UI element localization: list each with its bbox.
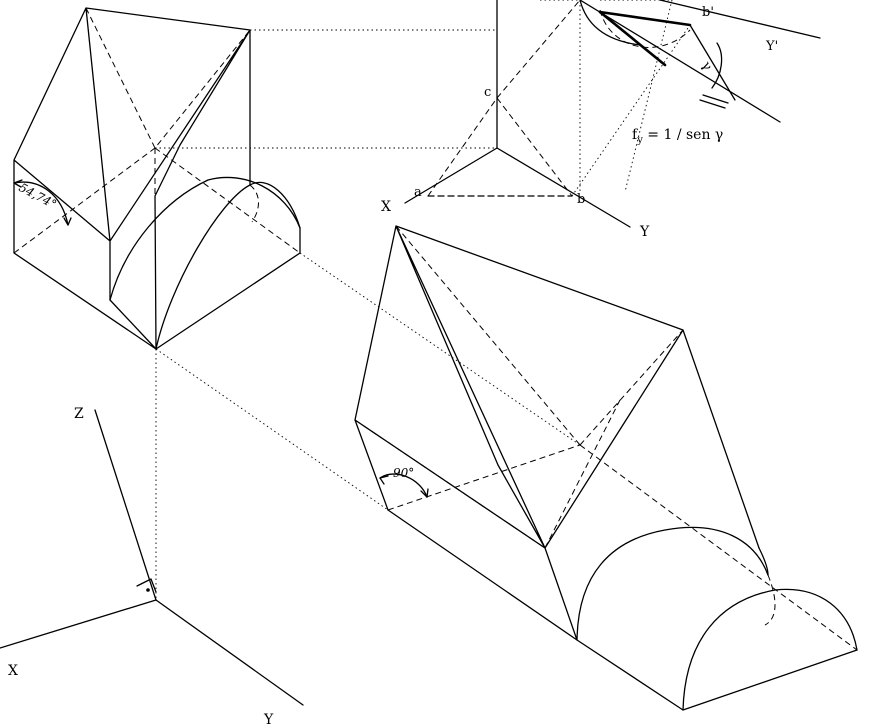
- small-cylinder-arc-front: [109, 179, 209, 301]
- large-solid: [354, 225, 858, 711]
- rotated-system: [579, 0, 821, 123]
- large-cylinder-hidden: [764, 574, 776, 626]
- formula-subscript: y: [636, 135, 643, 146]
- label-axis-x-small: X: [381, 199, 391, 215]
- proj-b-bprime: [571, 24, 691, 197]
- small-axis-y: [496, 147, 631, 228]
- rot-bold-2: [598, 10, 667, 67]
- angle-arc-54: [13, 181, 69, 226]
- angle-arrow-54b: [63, 217, 72, 226]
- angle-arrow-54a: [13, 179, 23, 188]
- main-axis-x: [0, 599, 157, 649]
- proj-line-right2: [600, 0, 673, 193]
- main-axis-z: [94, 409, 157, 601]
- label-point-b-prime: b': [702, 5, 714, 20]
- angle-arrow-90b: [420, 488, 429, 498]
- rot-line-2: [659, 0, 821, 39]
- formula-rest: = 1 / sen γ: [643, 127, 723, 143]
- gamma-arc: [711, 42, 723, 89]
- label-axis-z: Z: [74, 406, 84, 422]
- large-cylinder-arc-2: [682, 588, 858, 711]
- label-axis-y-main: Y: [263, 712, 274, 726]
- large-solid-hidden: [354, 225, 858, 651]
- small-solid: [13, 7, 301, 350]
- right-angle-mark: [136, 578, 157, 593]
- rot-line-1: [579, 0, 781, 123]
- proj-line-right: [540, 0, 581, 192]
- main-axis-y: [155, 599, 304, 706]
- angle-arrow-90a: [379, 475, 389, 485]
- small-axis-system: [404, 0, 691, 228]
- angle-arc-90: [379, 473, 428, 498]
- formula-fy: fy = 1 / sen γ: [632, 127, 723, 146]
- proj-line-mid: [299, 252, 581, 446]
- label-axis-y-prime: Y': [765, 39, 778, 54]
- main-axes: [0, 409, 304, 706]
- proj-line-low: [155, 348, 389, 511]
- line-c-up: [496, 0, 581, 99]
- label-point-b: b: [577, 192, 585, 207]
- rot-arc-dashed: [599, 9, 691, 48]
- formula-f: f: [632, 127, 639, 143]
- small-axis-x: [404, 147, 498, 204]
- label-axis-y-small: Y: [639, 224, 650, 240]
- label-axis-x-main: X: [8, 663, 18, 679]
- rot-bold-1: [598, 10, 692, 27]
- label-point-a: a: [414, 185, 422, 200]
- rot-tick-2: [702, 94, 729, 104]
- large-solid-outline: [354, 225, 858, 711]
- right-angle-dot: [146, 588, 150, 592]
- label-gamma: γ: [698, 59, 715, 73]
- small-cylinder-arc-mid: [155, 184, 251, 350]
- projection-lines: [155, 0, 673, 600]
- label-point-c: c: [484, 85, 491, 100]
- small-cylinder-arc-end: [249, 181, 301, 229]
- large-cylinder-arc-1: [576, 526, 769, 641]
- large-cylinder-arc-3: [758, 547, 769, 576]
- triangle-ac-bc: [427, 97, 573, 197]
- small-solid-hidden: [13, 7, 301, 254]
- rot-tick-1: [699, 99, 726, 109]
- rot-line-3: [689, 24, 736, 101]
- label-angle-90: 90°: [393, 466, 414, 480]
